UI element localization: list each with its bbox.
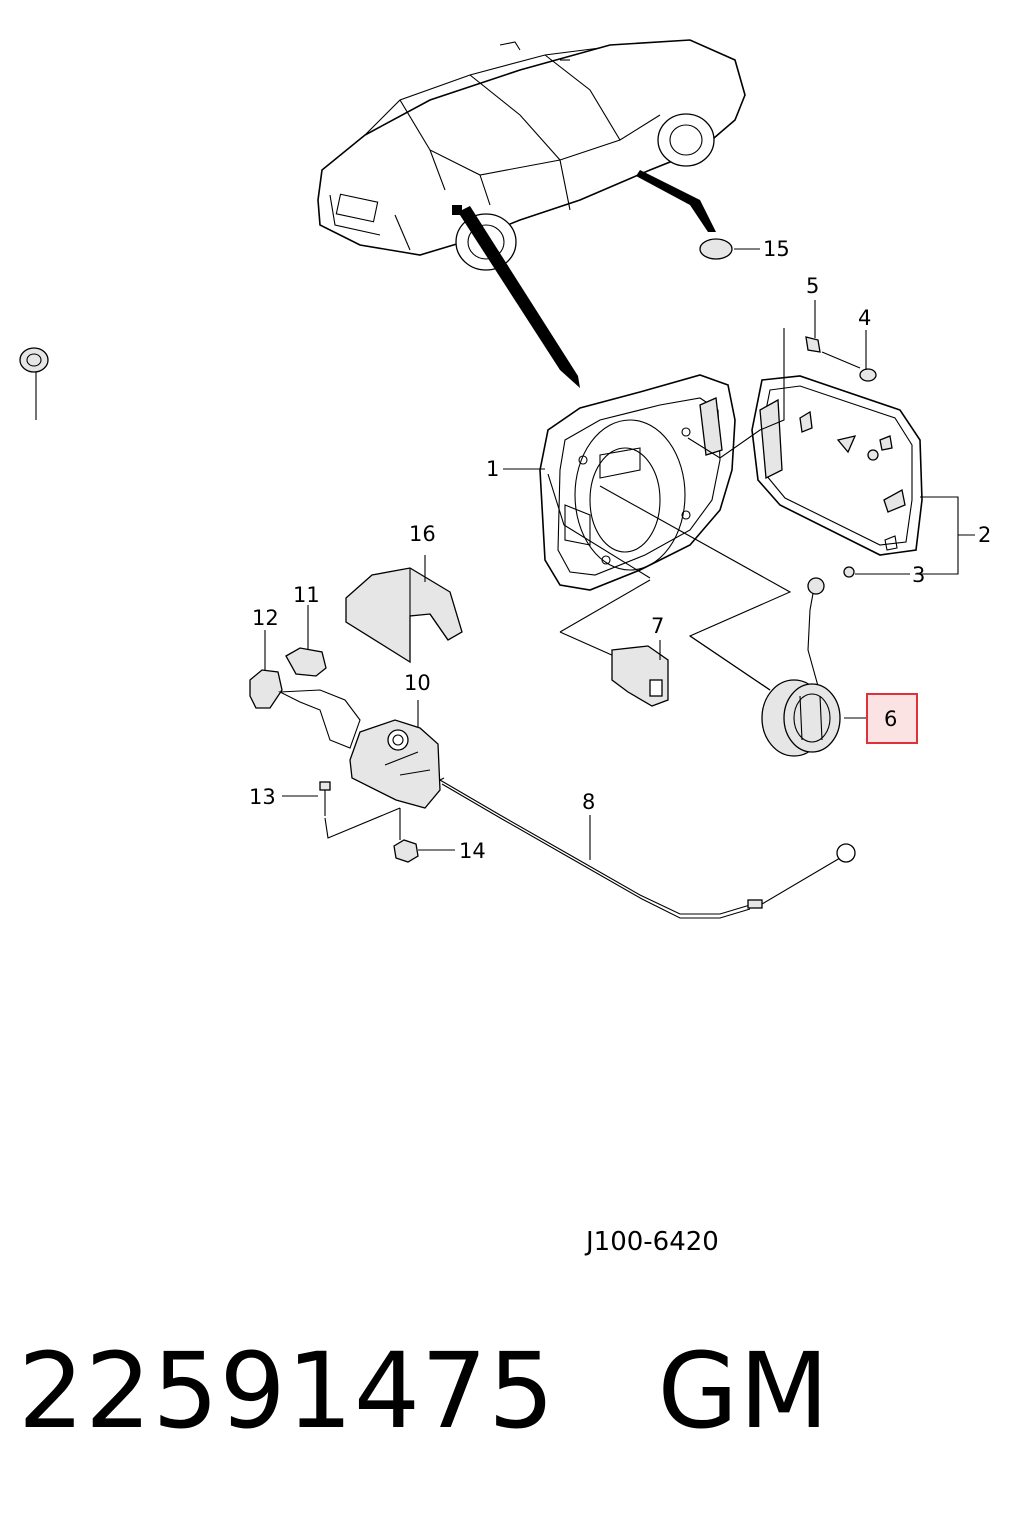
callout-14: 14 [459, 839, 486, 863]
clip-part-7 [559, 579, 669, 707]
clip-part [19, 347, 49, 420]
car-illustration [317, 39, 746, 271]
nut-part-14 [393, 808, 455, 863]
fuel-cap-part [689, 577, 866, 757]
callout-1: 1 [486, 457, 499, 481]
release-cable-part-8 [439, 779, 856, 919]
callout-8: 8 [582, 790, 595, 814]
leader-wedge-grommet [636, 170, 716, 232]
callout-10: 10 [404, 671, 431, 695]
callout-16: 16 [409, 522, 436, 546]
callout-6: 6 [884, 707, 897, 731]
knob-part-12 [249, 630, 283, 709]
fuel-filler-housing-part [539, 374, 736, 591]
leader-wedge-fuel-door [458, 206, 580, 388]
callout-11: 11 [293, 583, 320, 607]
fuel-door-part [751, 375, 923, 556]
grommet-part [699, 238, 733, 260]
callout-15: 15 [763, 237, 790, 261]
callout-12: 12 [252, 606, 279, 630]
pin-part-5 [805, 300, 821, 353]
screw-part-3 [843, 566, 910, 578]
callout-4: 4 [858, 306, 871, 330]
callout-7: 7 [651, 614, 664, 638]
part-number-label: 22591475 GM [18, 1330, 830, 1452]
callout-2: 2 [978, 523, 991, 547]
callout-6-highlight [866, 693, 918, 744]
cover-part-16 [345, 555, 463, 664]
callout-5: 5 [806, 274, 819, 298]
callout-13: 13 [249, 785, 276, 809]
bolt-part-13 [282, 781, 401, 839]
diagram-reference-code: J100-6420 [584, 1227, 719, 1257]
screw-part-4 [821, 330, 877, 382]
handle-part-11 [277, 605, 361, 749]
callout-3: 3 [912, 563, 925, 587]
latch-assembly-part-10 [349, 700, 445, 809]
